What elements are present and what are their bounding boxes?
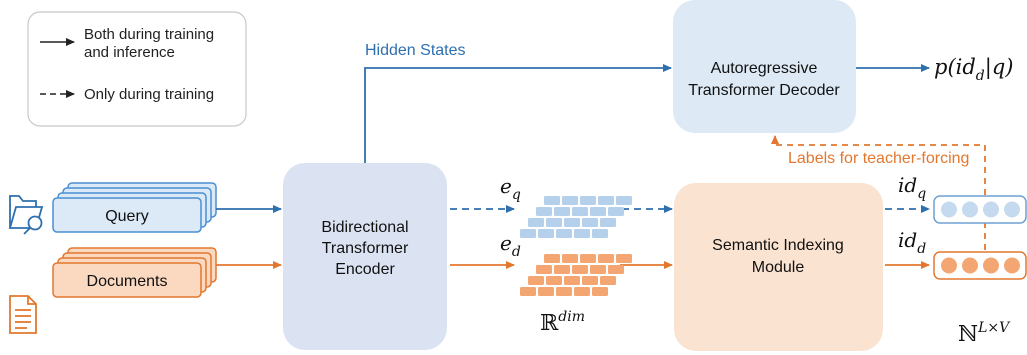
encoder-box (283, 163, 447, 350)
encoder-block: Bidirectional Transformer Encoder (283, 163, 447, 350)
indexer-label-line1: Semantic Indexing (712, 237, 844, 254)
ed-embedding-block (600, 276, 616, 285)
indexer-box (674, 183, 883, 351)
ed-embedding-block (564, 276, 580, 285)
ed-embedding-block (590, 265, 606, 274)
ed-embedding-block (554, 265, 570, 274)
eq-embedding-block (590, 207, 606, 216)
eq-embedding-block (592, 229, 608, 238)
eq-embedding-block (608, 207, 624, 216)
legend: Both during training and inference Only … (27, 11, 247, 127)
documents-input: Documents (9, 247, 217, 334)
eq-embedding-block (600, 218, 616, 227)
eq-math-label: eq (500, 174, 521, 203)
ed-math-label: ed (500, 231, 521, 260)
eq-embedding-block (574, 229, 590, 238)
eq-embedding-block (616, 196, 632, 205)
ed-embedding-block (582, 276, 598, 285)
eq-embedding-block (546, 218, 562, 227)
ed-embedding-block (528, 276, 544, 285)
folder-search-icon (8, 195, 44, 235)
idd-vector (933, 251, 1027, 280)
legend-dashed-label: Only during training (84, 86, 214, 103)
hidden-states-label: Hidden States (365, 42, 466, 59)
ed-embedding-block (562, 254, 578, 263)
eq-embedding-block (520, 229, 536, 238)
output-probability-label: p(idd|q) (934, 55, 1013, 84)
ed-embedding-block (544, 254, 560, 263)
legend-solid-label-line1: Both during training (84, 26, 214, 43)
ed-subscript: d (512, 244, 521, 260)
legend-solid-label-line2: and inference (84, 44, 175, 61)
query-input: Query (8, 182, 217, 235)
legend-box (27, 11, 247, 127)
encoder-label-line3: Encoder (335, 261, 395, 278)
idq-vector-box (933, 195, 1027, 224)
ed-embedding-block (592, 287, 608, 296)
eq-embedding-block (556, 229, 572, 238)
encoder-label-line2: Transformer (322, 240, 409, 257)
real-space-label: ℝdim (540, 309, 585, 336)
decoder-label-line1: Autoregressive (711, 60, 818, 77)
query-card (52, 197, 202, 233)
eq-embedding-block (582, 218, 598, 227)
idd-math-label: idd (898, 228, 926, 257)
eq-embedding-block (580, 196, 596, 205)
eq-embedding-block (538, 229, 554, 238)
ed-embedding-blocks (520, 254, 632, 296)
ed-embedding-block (580, 254, 596, 263)
eq-embedding-block (528, 218, 544, 227)
ed-embedding-block (536, 265, 552, 274)
ed-embedding-block (556, 287, 572, 296)
ed-embedding-block (520, 287, 536, 296)
idq-math-label: idq (898, 173, 926, 202)
eq-embedding-block (572, 207, 588, 216)
idd-subscript: d (917, 241, 926, 257)
idq-vector (933, 195, 1027, 224)
eq-embedding-block (536, 207, 552, 216)
idq-subscript: q (917, 186, 926, 202)
indexer-label-line2: Module (752, 259, 805, 276)
ed-embedding-block (616, 254, 632, 263)
real-superscript: dim (558, 309, 585, 325)
decoder-box (673, 0, 856, 133)
eq-embedding-block (564, 218, 580, 227)
nat-superscript: L×V (977, 320, 1011, 336)
idd-vector-box (933, 251, 1027, 280)
query-label: Query (105, 208, 149, 225)
decoder-label-line2: Transformer Decoder (688, 82, 840, 99)
eq-embedding-block (598, 196, 614, 205)
document-icon (9, 295, 37, 334)
eq-embedding-block (562, 196, 578, 205)
eq-embedding-block (544, 196, 560, 205)
decoder-block: Autoregressive Transformer Decoder (673, 0, 856, 133)
connectors (216, 64, 986, 269)
eq-embedding-block (554, 207, 570, 216)
ed-embedding-block (538, 287, 554, 296)
teacher-forcing-label: Labels for teacher-forcing (788, 150, 969, 167)
ed-embedding-block (608, 265, 624, 274)
ed-embedding-block (574, 287, 590, 296)
documents-label: Documents (87, 273, 168, 290)
teacher-forcing-arrow (771, 135, 986, 250)
eq-subscript: q (512, 187, 521, 203)
ed-embedding-block (572, 265, 588, 274)
indexer-block: Semantic Indexing Module (674, 183, 883, 351)
eq-embedding-blocks (520, 196, 632, 238)
ed-embedding-block (598, 254, 614, 263)
documents-card (52, 262, 202, 298)
nat-space-label: ℕL×V (958, 320, 1011, 347)
encoder-label-line1: Bidirectional (321, 219, 408, 236)
output-subscript: d (976, 68, 985, 84)
ed-embedding-block (546, 276, 562, 285)
hidden-states-arrow (364, 64, 672, 163)
